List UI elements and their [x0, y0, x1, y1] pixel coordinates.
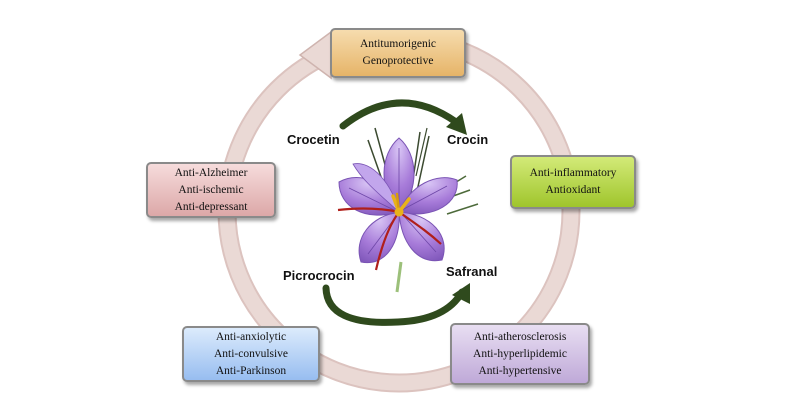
effect-text: Anti-Alzheimer	[174, 166, 248, 179]
saffron-flower-icon	[337, 127, 479, 293]
crocetin-label: Crocetin	[287, 132, 340, 147]
safranal-label: Safranal	[446, 264, 498, 279]
effect-text: Anti-anxiolytic	[215, 330, 287, 343]
effect-text: Anti-convulsive	[213, 347, 289, 360]
effect-text: Anti-hyperlipidemic	[473, 347, 567, 360]
effect-box-anti-inflammatory: Anti-inflammatory Antioxidant	[510, 155, 636, 209]
effect-text: Anti-hypertensive	[478, 364, 562, 377]
effect-text: Antioxidant	[545, 184, 601, 196]
effect-text: Genoprotective	[362, 55, 434, 67]
bottom-curved-arrow	[322, 283, 470, 326]
picrocrocin-label: Picrocrocin	[283, 268, 355, 283]
effect-text: Anti-depressant	[174, 200, 248, 213]
effect-text: Anti-inflammatory	[529, 167, 617, 179]
effect-box-antitumorigenic: Antitumorigenic Genoprotective	[330, 28, 466, 78]
effect-box-cognitive: Anti-Alzheimer Anti-ischemic Anti-depres…	[146, 162, 276, 218]
effect-text: Anti-ischemic	[178, 183, 244, 196]
effect-text: Anti-Parkinson	[215, 364, 287, 377]
effect-text: Antitumorigenic	[359, 38, 436, 50]
crocin-label: Crocin	[447, 132, 489, 147]
effect-text: Anti-atherosclerosis	[473, 330, 567, 343]
top-curved-arrow	[339, 99, 467, 135]
effect-box-cardiovascular: Anti-atherosclerosis Anti-hyperlipidemic…	[450, 323, 590, 385]
effect-box-neurological: Anti-anxiolytic Anti-convulsive Anti-Par…	[182, 326, 320, 382]
